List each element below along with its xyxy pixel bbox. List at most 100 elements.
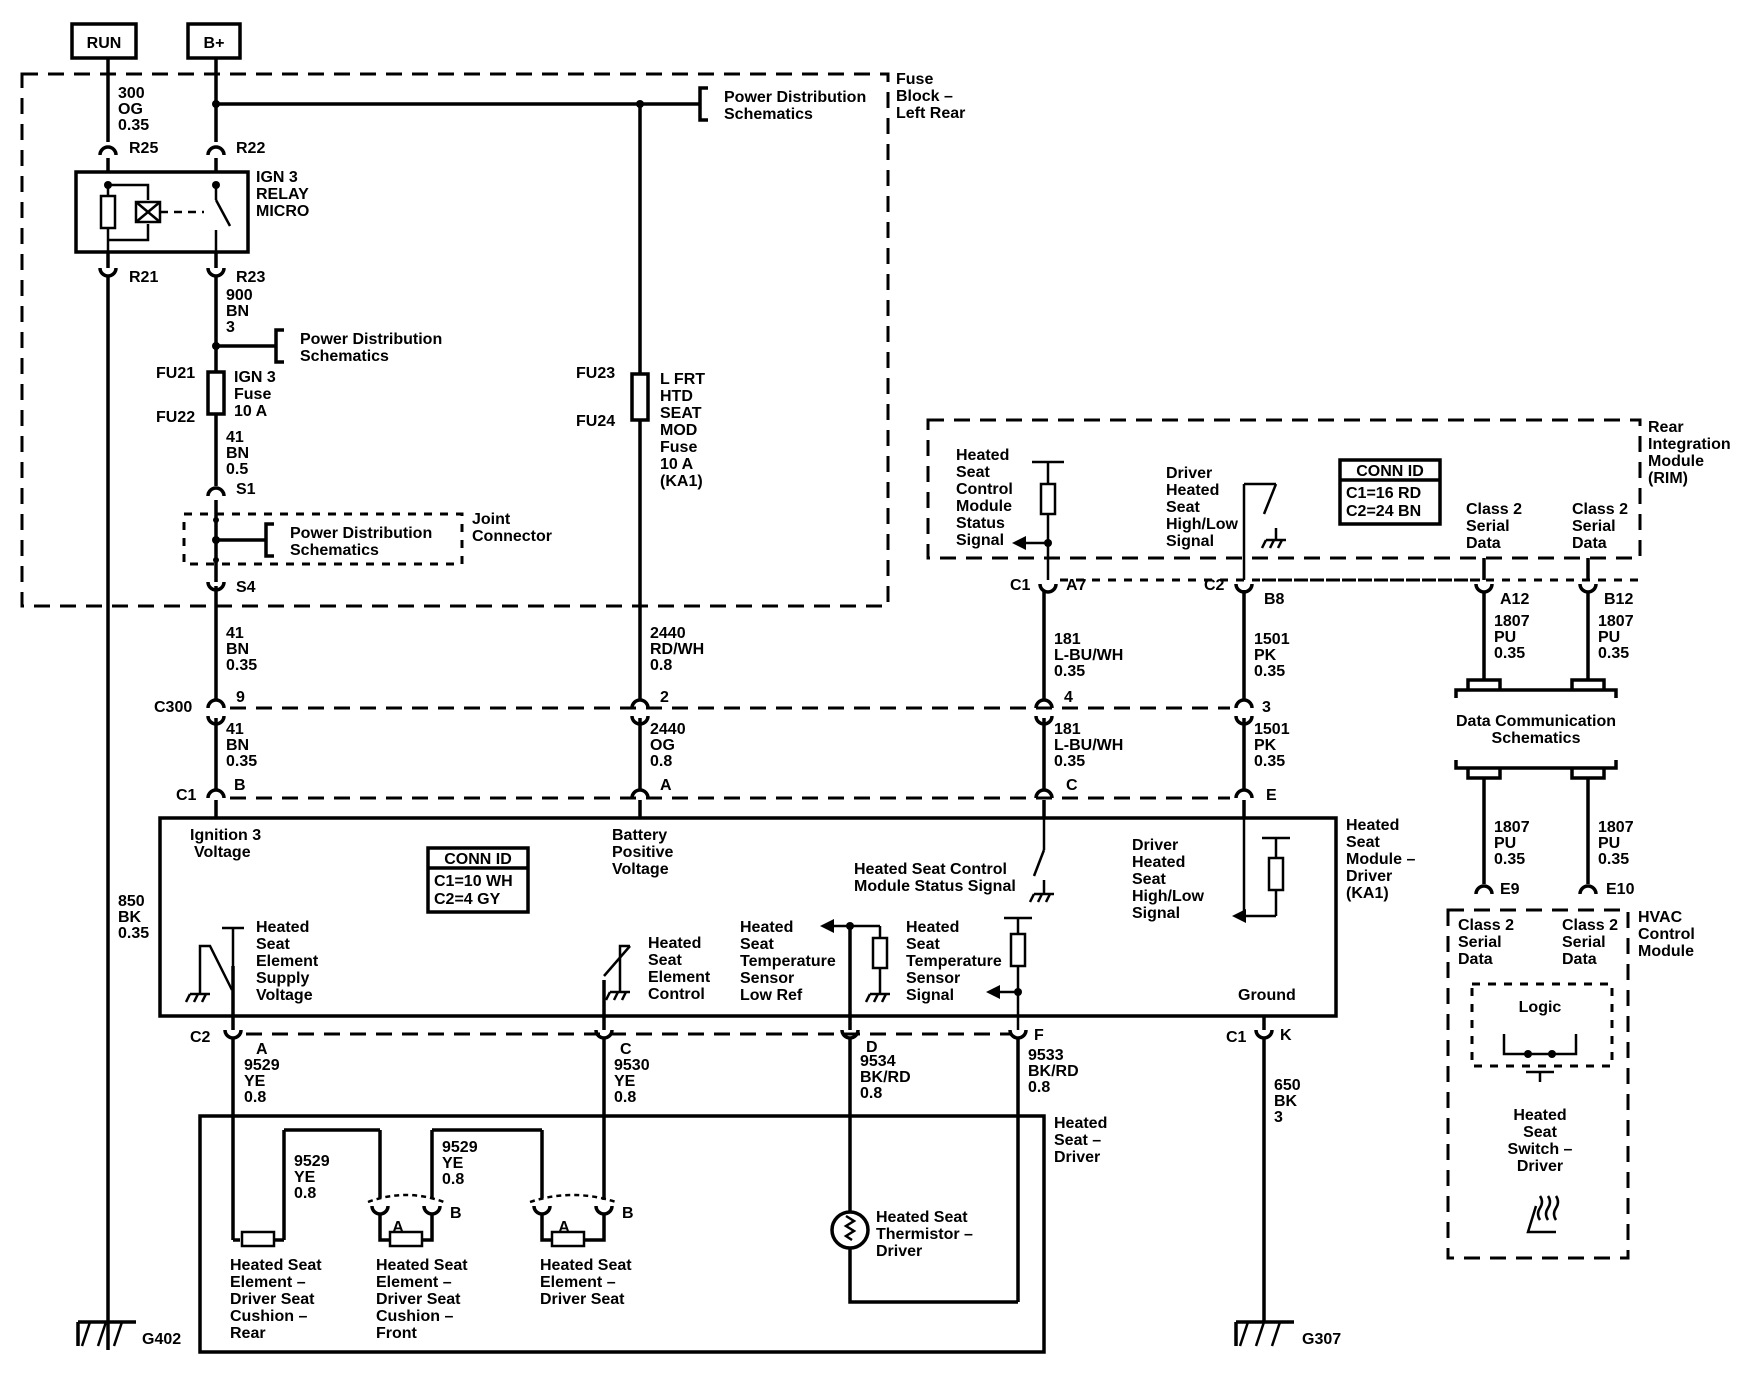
hvac-switch-2: Seat <box>1523 1124 1557 1141</box>
signal-arrow-left <box>820 919 834 933</box>
wire-9533-label-2: BK/RD <box>1028 1063 1079 1080</box>
thermistor-1: Heated Seat <box>876 1209 968 1226</box>
rim-b8: B8 <box>1264 591 1285 608</box>
wire-9530-label-2: YE <box>614 1073 636 1090</box>
seat-title-2: Seat – <box>1054 1132 1101 1149</box>
wire-850-label-2: BK <box>118 909 142 926</box>
hsm-title-4: Driver <box>1346 868 1392 885</box>
rim-dhs-5: Signal <box>1166 533 1214 550</box>
fuse-block-outline <box>20 72 890 608</box>
joint-connector-label-1: Joint <box>472 511 511 528</box>
relay-label-2: RELAY <box>256 186 309 203</box>
hsm-hstss-3: Temperature <box>906 953 1002 970</box>
rim-c2: C2 <box>1204 577 1225 594</box>
seat-title-1: Heated <box>1054 1115 1107 1132</box>
hvac-cs2a-1: Class 2 <box>1458 917 1514 934</box>
rim-title-1: Rear <box>1648 419 1684 436</box>
wire-1807a-label-2: PU <box>1494 629 1516 646</box>
terminal-r25 <box>98 145 118 156</box>
rim-hscm-5: Status <box>956 515 1005 532</box>
wire-9529c-label-1: 9529 <box>442 1139 478 1156</box>
c300-pin-3: 3 <box>1262 699 1271 716</box>
ground-g402: G402 <box>76 1320 181 1348</box>
hsm-pin-f: F <box>1034 1027 1044 1044</box>
hvac-cs2a-2: Serial <box>1458 934 1502 951</box>
joint-connector-box <box>182 512 464 566</box>
wire-2440b-label-2: OG <box>650 737 675 754</box>
lfrt-fuse-label-7: (KA1) <box>660 473 703 490</box>
hsm-conn-id-title: CONN ID <box>444 851 512 868</box>
wire-41b-label-2: BN <box>226 641 249 658</box>
elem-rear-5: Rear <box>230 1325 266 1342</box>
wire-650-label-1: 650 <box>1274 1077 1301 1094</box>
back-pin-b: B <box>622 1205 634 1222</box>
hsm-hstslr-4: Sensor <box>740 970 794 987</box>
wire-9529-label-2: YE <box>244 1073 266 1090</box>
rim-hscm-4: Module <box>956 498 1012 515</box>
hsm-pin-k: K <box>1280 1027 1292 1044</box>
wire-181a-label-2: L-BU/WH <box>1054 647 1123 664</box>
bplus-label: B+ <box>204 35 225 52</box>
rear-integration-module: Rear Integration Module (RIM) Heated Sea… <box>926 418 1731 680</box>
dcs-label-1: Data Communication <box>1456 713 1616 730</box>
c1-pin-b: B <box>234 777 246 794</box>
wire-1501a-label-3: 0.35 <box>1254 663 1285 680</box>
wire-1807a-label-3: 0.35 <box>1494 645 1525 662</box>
rim-dhs-3: Seat <box>1166 499 1200 516</box>
relay-switch-contact <box>214 199 232 227</box>
terminal-s1-label: S1 <box>236 481 256 498</box>
elem-rear-3: Driver Seat <box>230 1291 315 1308</box>
heated-seat-icon <box>1526 1195 1560 1234</box>
rim-conn-c1: C1=16 RD <box>1346 485 1421 502</box>
wire-850-label-1: 850 <box>118 893 145 910</box>
hsm-hsec-3: Element <box>648 969 711 986</box>
thermistor-2: Thermistor – <box>876 1226 973 1243</box>
hvac-cs2a-3: Data <box>1458 951 1493 968</box>
wire-1501b-label-3: 0.35 <box>1254 753 1285 770</box>
heated-seat-driver: Heated Seat – Driver 9529 YE 0.8 Heated … <box>198 1114 1107 1354</box>
hsm-dhs-2: Heated <box>1132 854 1185 871</box>
hvac-logic-label: Logic <box>1519 999 1562 1016</box>
wire-41c-label-2: BN <box>226 737 249 754</box>
rim-cs2a-3: Data <box>1466 535 1501 552</box>
rim-cs2b-1: Class 2 <box>1572 501 1628 518</box>
wire-650-label-3: 3 <box>1274 1109 1283 1126</box>
c1-pin-a: A <box>660 777 672 794</box>
elem-back-2: Element – <box>540 1274 616 1291</box>
hsm-hscm-2: Module Status Signal <box>854 878 1016 895</box>
wire-181b-label-3: 0.35 <box>1054 753 1085 770</box>
hsm-ign3v-1: Ignition 3 <box>190 827 261 844</box>
hsm-hstss-2: Seat <box>906 936 940 953</box>
seat-title-3: Driver <box>1054 1149 1100 1166</box>
hsm-ground-label: Ground <box>1238 987 1296 1004</box>
elem-rear-2: Element – <box>230 1274 306 1291</box>
fuse-block-title-1: Fuse <box>896 71 933 88</box>
rim-outline <box>926 418 1642 560</box>
elem-front-4: Cushion – <box>376 1308 453 1325</box>
lfrt-fuse-label-4: MOD <box>660 422 697 439</box>
rim-conn-id-title: CONN ID <box>1356 463 1424 480</box>
terminal-s1 <box>206 486 226 497</box>
wire-9529c-label-2: YE <box>442 1155 464 1172</box>
joint-connector-label-2: Connector <box>472 528 552 545</box>
signal-pullup-resistor <box>1009 932 1027 968</box>
fu24-label: FU24 <box>576 413 615 430</box>
wire-1807b-label-2: PU <box>1598 629 1620 646</box>
hvac-control-module: E9 E10 HVAC Control Module Class 2 Seria… <box>1446 881 1695 1260</box>
rim-terminal-a12 <box>1474 583 1494 594</box>
terminal-r22 <box>206 145 226 156</box>
hvac-cs2b-1: Class 2 <box>1562 917 1618 934</box>
c300-pin-4: 4 <box>1064 689 1073 706</box>
wire-900-label-2: BN <box>226 303 249 320</box>
ign3-fuse <box>206 370 226 416</box>
lfrt-htd-seat-fuse <box>630 372 650 422</box>
run-source-box <box>70 22 138 60</box>
wire-41c-label-1: 41 <box>226 721 244 738</box>
elem-back-1: Heated Seat <box>540 1257 632 1274</box>
wire-1501b-label-2: PK <box>1254 737 1277 754</box>
lfrt-fuse-label-1: L FRT <box>660 371 705 388</box>
hsm-bpv-2: Positive <box>612 844 673 861</box>
wire-1807d-label-1: 1807 <box>1598 819 1634 836</box>
rim-conn-c2: C2=24 BN <box>1346 503 1421 520</box>
wire-1807b-label-3: 0.35 <box>1598 645 1629 662</box>
